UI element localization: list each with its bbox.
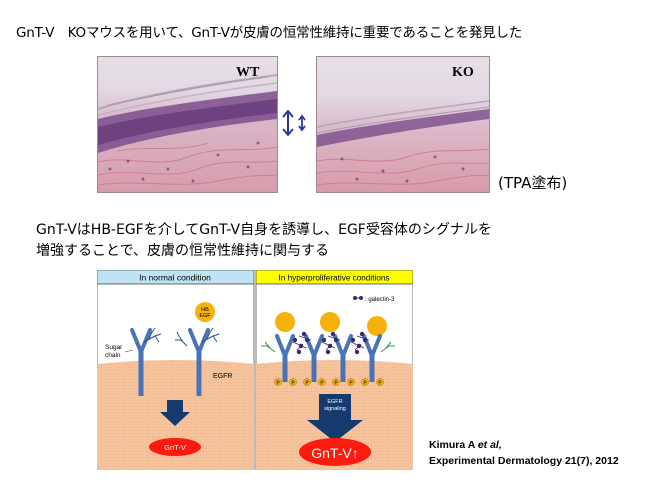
slide-heading: GnT-V KOマウスを用いて、GnT-Vが皮膚の恒常性維持に重要であることを発…: [16, 25, 523, 41]
epidermis-thickness-arrows: [282, 109, 306, 137]
wt-label: WT: [236, 65, 260, 80]
sugar-chain-label-line2: chain: [105, 352, 121, 359]
wt-skin-histology-image: [98, 57, 277, 192]
galectin-lattice: [292, 331, 370, 355]
citation-authors-line: Kimura A et al,: [429, 437, 619, 453]
svg-text:P: P: [349, 381, 353, 387]
p-marker-1: P: [274, 378, 282, 387]
egfr-receptor-right-2: [304, 334, 324, 382]
svg-text:P: P: [363, 381, 367, 387]
hb-egf-ligand-3: [367, 316, 387, 336]
p-marker-3: P: [303, 378, 311, 387]
galectin-legend: : galectin-3: [353, 296, 395, 303]
p-marker-5: P: [332, 378, 340, 387]
down-arrow-icon: [160, 400, 190, 426]
egfr-receptor-left-2: [188, 328, 210, 396]
normal-condition-title: In normal condition: [139, 273, 211, 283]
egfr-label: EGFR: [213, 373, 232, 380]
svg-text:P: P: [291, 381, 295, 387]
egfr-receptor-left-1: [130, 328, 152, 396]
galectin-legend-label: : galectin-3: [365, 297, 395, 303]
hb-egf-label-line2: EGF: [199, 313, 211, 319]
egfr-signaling-label-line1: EGFR: [327, 399, 342, 405]
hb-egf-label-line1: HB: [201, 307, 209, 313]
wt-micrograph: WT: [97, 56, 278, 193]
hyperproliferative-title: In hyperproliferative conditions: [278, 274, 389, 283]
normal-condition-panel: In normal condition HB EGF Sugar chain E…: [97, 270, 255, 470]
egfr-receptor-right-1: [275, 334, 295, 382]
gnt-v-increased-label: GnT-V↑: [311, 445, 358, 461]
tpa-treatment-note: (TPA塗布): [498, 174, 568, 192]
egfr-receptor-right-3: [333, 334, 353, 382]
citation-authors: Kimura A: [429, 439, 478, 451]
citation-et-al: et al,: [477, 439, 502, 451]
sugar-chain-label-line1: Sugar: [105, 344, 123, 351]
double-arrow-ko-icon: [298, 114, 306, 132]
mechanism-diagram: In normal condition HB EGF Sugar chain E…: [97, 270, 413, 470]
p-marker-7: P: [361, 378, 369, 387]
egfr-signaling-label-line2: signaling: [324, 406, 346, 412]
hb-egf-ligand-1: [275, 312, 295, 332]
p-marker-2: P: [289, 378, 297, 387]
gnt-v-normal-label: GnT-V: [164, 443, 186, 452]
gnt-v-normal-oval: [149, 438, 201, 456]
p-marker-4: P: [318, 378, 326, 387]
citation: Kimura A et al, Experimental Dermatology…: [429, 437, 619, 469]
svg-text:P: P: [320, 381, 324, 387]
hyperproliferative-panel: In hyperproliferative conditions : galec…: [255, 270, 413, 470]
egfr-receptor-right-4: [362, 334, 382, 382]
svg-text:P: P: [305, 381, 309, 387]
p-marker-6: P: [347, 378, 355, 387]
summary-line-1: GnT-VはHB-EGFを介してGnT-V自身を誘導し、EGF受容体のシグナルを: [36, 222, 492, 238]
sugar-chain-trees-normal: [143, 327, 220, 347]
ko-label: KO: [452, 65, 474, 80]
svg-text:P: P: [378, 381, 382, 387]
gnt-v-increased-oval: [299, 438, 371, 466]
summary-paragraph: GnT-VはHB-EGFを介してGnT-V自身を誘導し、EGF受容体のシグナルを…: [36, 220, 492, 262]
summary-line-2: 増強することで、皮膚の恒常性維持に関与する: [36, 243, 330, 259]
ko-micrograph: KO: [316, 56, 490, 193]
svg-text:P: P: [276, 381, 280, 387]
svg-text:P: P: [334, 381, 338, 387]
double-arrow-wt-icon: [282, 109, 294, 137]
sugar-chain-trees-hyper: [261, 341, 395, 353]
p-marker-8: P: [376, 378, 384, 387]
phosphorylation-markers: P P P P P P P P: [274, 378, 384, 387]
egfr-signaling-arrow-icon: [307, 394, 363, 442]
hb-egf-ligand-2: [320, 312, 340, 332]
ko-skin-histology-image: [317, 57, 489, 192]
hb-egf-ligand: [195, 302, 215, 322]
citation-journal: Experimental Dermatology 21(7), 2012: [429, 455, 619, 467]
